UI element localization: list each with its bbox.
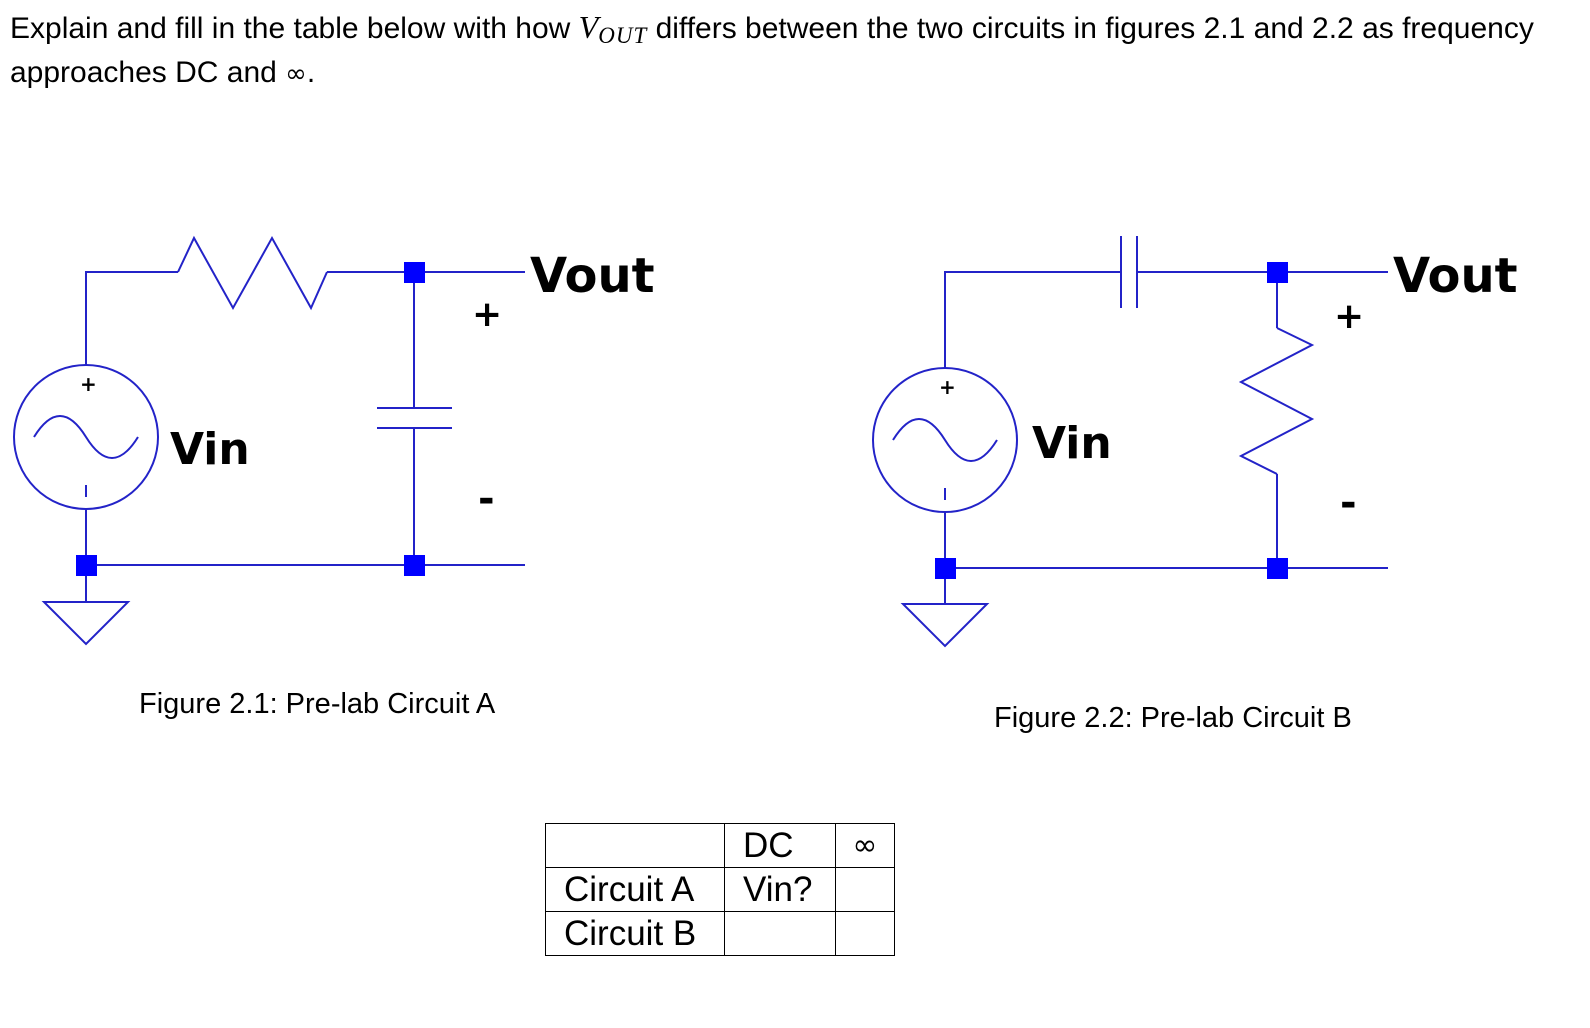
table-cell-circuit-b: Circuit B xyxy=(545,911,725,956)
figure-2-2-caption: Figure 2.2: Pre-lab Circuit B xyxy=(994,702,1352,734)
circuit-a: + Vout + - Vin xyxy=(13,235,655,646)
circuit-b-source-label: Vin xyxy=(1032,418,1112,469)
circuit-b-minus: - xyxy=(1340,480,1357,526)
circuit-a-source-plus: + xyxy=(80,372,97,396)
question-text: Explain and fill in the table below with… xyxy=(10,9,1570,93)
table-header-dc: DC xyxy=(724,823,836,868)
figure-2-1-caption: Figure 2.1: Pre-lab Circuit A xyxy=(139,688,496,720)
circuit-b-node-bottom xyxy=(1267,558,1288,579)
circuit-a-source xyxy=(13,364,159,510)
circuit-b-plus: + xyxy=(1334,296,1364,337)
table-cell-circuit-a: Circuit A xyxy=(545,867,725,912)
question-part1: Explain and fill in the table below with… xyxy=(10,12,579,45)
table-cell-b-dc[interactable] xyxy=(724,911,836,956)
vout-variable: V xyxy=(578,9,599,45)
circuit-a-wires xyxy=(41,235,525,646)
question-part2: differs between the two circuits in figu… xyxy=(10,12,1534,89)
vout-subscript: OUT xyxy=(598,23,648,48)
circuit-a-node-top xyxy=(404,262,425,283)
table-header-row: DC ∞ xyxy=(545,823,895,868)
infinity-symbol: ∞ xyxy=(285,59,307,89)
circuit-b-node-ground xyxy=(935,558,956,579)
table-header-infinity: ∞ xyxy=(835,823,895,868)
results-table: DC ∞ Circuit A Vin? Circuit B xyxy=(545,823,895,956)
table-cell-b-infinity[interactable] xyxy=(835,911,895,956)
circuit-b-source xyxy=(872,367,1018,513)
circuit-a-node-ground xyxy=(76,555,97,576)
table-cell-a-infinity[interactable] xyxy=(835,867,895,912)
circuit-a-plus: + xyxy=(472,294,502,335)
circuit-a-source-label: Vin xyxy=(170,424,250,475)
circuit-b-output-label: Vout xyxy=(1393,248,1518,304)
circuit-b: + Vout + - Vin xyxy=(872,236,1518,648)
circuit-a-minus: - xyxy=(478,476,495,522)
circuit-a-output-label: Vout xyxy=(530,248,655,304)
circuit-a-node-bottom xyxy=(404,555,425,576)
circuit-b-source-plus: + xyxy=(939,375,956,399)
table-header-cell xyxy=(545,823,725,868)
table-cell-a-dc[interactable]: Vin? xyxy=(724,867,836,912)
circuit-b-wires xyxy=(900,236,1388,648)
circuit-b-node-top xyxy=(1267,262,1288,283)
table-row: Circuit A Vin? xyxy=(545,867,895,912)
table-row: Circuit B xyxy=(545,911,895,956)
question-end: . xyxy=(306,56,316,89)
